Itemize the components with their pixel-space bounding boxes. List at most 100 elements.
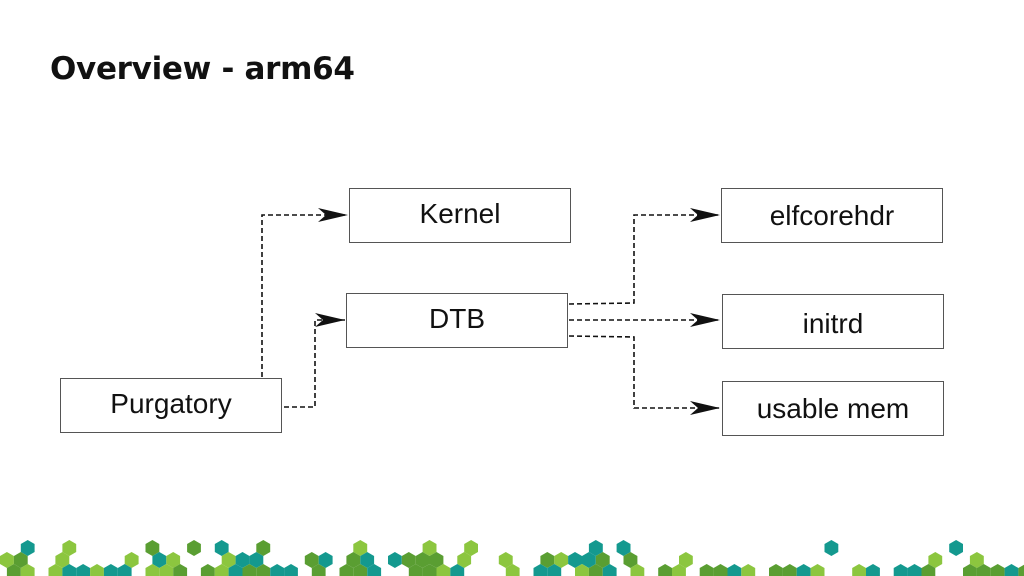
hexagon-tile (20, 540, 35, 556)
hexagon-tile (339, 564, 354, 576)
hexagon-tile (554, 552, 569, 568)
node-dtb: DTB (346, 293, 568, 348)
hexagon-tile (284, 564, 298, 576)
node-initrd: initrd (722, 294, 944, 349)
hexagon-tile (623, 552, 638, 568)
hexagon-tile (76, 564, 91, 576)
hexagon-tile (533, 564, 548, 576)
hexagon-tile (346, 552, 361, 568)
hexagon-tile (166, 552, 181, 568)
hexagon-tile (214, 564, 229, 576)
hexagon-decoration-band (0, 540, 1024, 576)
hexagon-tile (990, 564, 1005, 576)
hexagon-tile (0, 552, 14, 568)
hexagon-tile (145, 564, 160, 576)
node-usable-mem: usable mem (722, 381, 944, 436)
hexagon-tile (13, 552, 28, 568)
edge-purgatory-dtb (284, 313, 345, 408)
hexagon-tile (270, 564, 285, 576)
hexagon-tile (450, 564, 465, 576)
hexagon-tile (949, 540, 963, 556)
hexagon-tile (401, 552, 416, 568)
hexagon-tile (969, 552, 984, 568)
hexagon-tile (727, 564, 742, 576)
hexagon-tile (630, 564, 645, 576)
hexagon-tile (921, 564, 936, 576)
node-elfcorehdr-label: elfcorehdr (769, 199, 895, 231)
edge-dtb-elfcorehdr (568, 208, 720, 305)
hexagon-tile (415, 552, 430, 568)
hexagon-tile (159, 564, 174, 576)
hexagon-tile (311, 564, 326, 576)
hexagon-tile (436, 564, 451, 576)
hexagon-tile (588, 564, 603, 576)
hexagon-tile (103, 564, 118, 576)
hexagon-tile (242, 564, 257, 576)
hexagon-tile (741, 564, 756, 576)
hexagon-tile (582, 552, 596, 568)
slide-title: Overview - arm64 (50, 51, 355, 87)
hexagon-tile (318, 552, 333, 568)
hexagon-tile (173, 564, 188, 576)
hexagon-tile (422, 540, 437, 556)
hexagon-tile (90, 564, 104, 576)
hexagon-tile (810, 564, 825, 576)
hexagon-tile (575, 564, 589, 576)
hexagon-tile (235, 552, 250, 568)
hexagon-tile (200, 564, 215, 576)
hexagon-tile (360, 552, 375, 568)
hexagon-tile (976, 564, 991, 576)
node-initrd-label: initrd (802, 307, 864, 339)
hexagon-tile (20, 564, 35, 576)
hexagon-tile (866, 564, 880, 576)
hexagon-tile (568, 552, 582, 568)
hexagon-tile (540, 552, 555, 568)
hexagon-tile (852, 564, 866, 576)
hexagon-tile (699, 564, 714, 576)
hexagon-tile (769, 564, 783, 576)
hexagon-tile (893, 564, 908, 576)
hexagon-tile (62, 540, 77, 556)
hexagon-tile (6, 564, 21, 576)
hexagon-tile (595, 552, 610, 568)
hexagon-tile (464, 540, 478, 556)
hexagon-tile (408, 564, 423, 576)
hexagon-tile (367, 564, 382, 576)
node-purgatory-label: Purgatory (110, 387, 232, 419)
hexagon-tile (221, 552, 236, 568)
node-purgatory: Purgatory (60, 378, 282, 433)
hexagon-tile (505, 564, 520, 576)
hexagon-tile (145, 540, 160, 556)
hexagon-tile (117, 564, 132, 576)
hexagon-tile (152, 552, 167, 568)
hexagon-tile (672, 564, 686, 576)
hexagon-tile (214, 540, 229, 556)
hexagon-tile (62, 564, 77, 576)
hexagon-tile (304, 552, 319, 568)
hexagon-tile (124, 552, 139, 568)
hexagon-tile (547, 564, 562, 576)
hexagon-tile (256, 564, 271, 576)
hexagon-tile (679, 552, 693, 568)
hexagon-tile (782, 564, 797, 576)
node-kernel-label: Kernel (419, 198, 501, 229)
hexagon-tile (824, 540, 839, 556)
hexagon-tile (796, 564, 811, 576)
hexagon-tile (1004, 564, 1019, 576)
hexagon-tile (187, 540, 201, 556)
hexagon-tile (498, 552, 513, 568)
hexagon-tile (1018, 564, 1024, 576)
node-usable-mem-label: usable mem (756, 392, 910, 424)
edge-purgatory-kernel (261, 208, 348, 377)
hexagon-tile (713, 564, 728, 576)
hexagon-tile (616, 540, 631, 556)
node-dtb-label: DTB (429, 303, 485, 334)
hexagon-tile (353, 564, 368, 576)
hexagon-tile (457, 552, 472, 568)
hexagon-tile (228, 564, 243, 576)
hexagon-tile (256, 540, 271, 556)
hexagon-tile (55, 552, 70, 568)
hexagon-tile (249, 552, 264, 568)
hexagon-tile (48, 564, 63, 576)
